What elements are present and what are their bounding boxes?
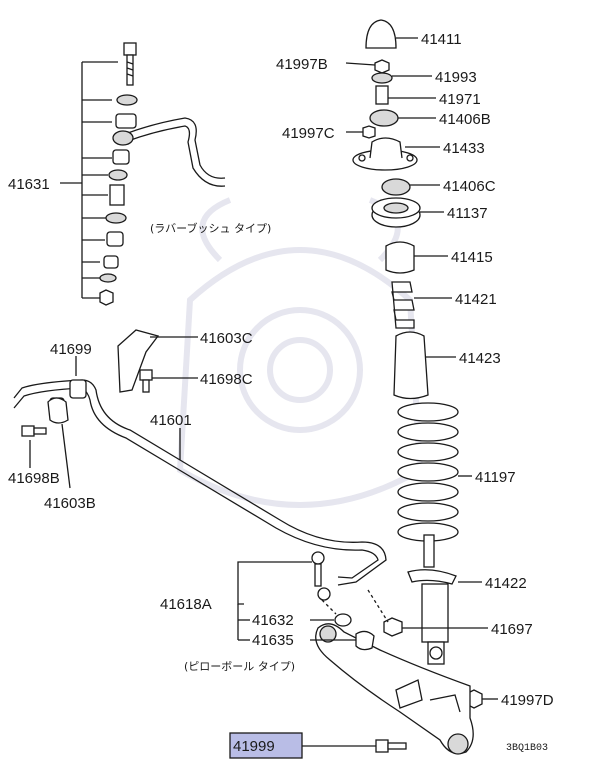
part-highlight [229, 732, 303, 759]
label-41999[interactable]: 41999 [233, 738, 275, 755]
collar-icon [375, 85, 389, 105]
label-41421[interactable]: 41421 [455, 291, 497, 308]
label-41601[interactable]: 41601 [150, 412, 192, 429]
collar-icon [109, 184, 125, 206]
label-41603C[interactable]: 41603C [200, 330, 253, 347]
stabilizer-bar-group [13, 329, 389, 651]
label-41997D[interactable]: 41997D [501, 692, 554, 709]
dust-boot-icon [393, 331, 429, 400]
bush-icon [106, 231, 124, 247]
bush-icon [115, 113, 137, 129]
nut-icon [383, 617, 403, 637]
bolt-icon [21, 425, 47, 437]
washer-icon [371, 72, 393, 84]
bracket-icon [117, 329, 160, 393]
label-41698B[interactable]: 41698B [8, 470, 60, 487]
bellows-icon [391, 281, 415, 329]
bush-icon [103, 255, 119, 269]
note-pillow-ball-type: (ピローボール タイプ) [184, 660, 295, 673]
label-41632[interactable]: 41632 [252, 612, 294, 629]
label-41993[interactable]: 41993 [435, 69, 477, 86]
label-41406C[interactable]: 41406C [443, 178, 496, 195]
label-41406B[interactable]: 41406B [439, 111, 491, 128]
part-labels: 41411 41997B 41993 41971 41406B 41997C 4… [8, 31, 554, 755]
label-41433[interactable]: 41433 [443, 140, 485, 157]
bump-stop-icon [385, 241, 415, 274]
stabilizer-end-icon [119, 117, 226, 179]
label-41699[interactable]: 41699 [50, 341, 92, 358]
label-41997C[interactable]: 41997C [282, 125, 335, 142]
bush-stack-group [60, 42, 226, 306]
spring-seat-icon [371, 197, 421, 228]
label-41618A[interactable]: 41618A [160, 596, 212, 613]
ball-cup-icon [355, 630, 375, 651]
label-41603B[interactable]: 41603B [44, 495, 96, 512]
note-rubber-bush-type: (ラバーブッシュ タイプ) [150, 221, 271, 235]
bolt-41999-icon [375, 739, 407, 753]
label-41197[interactable]: 41197 [475, 469, 516, 486]
long-bolt-icon [123, 42, 137, 86]
strut-assembly-icon [407, 534, 457, 665]
bump-cap-icon [365, 19, 397, 49]
nut-icon [374, 59, 390, 74]
label-41411[interactable]: 41411 [421, 31, 462, 48]
washer-icon [108, 169, 128, 181]
nut-icon [362, 125, 376, 139]
bar-bush-icon [69, 379, 87, 399]
label-41631[interactable]: 41631 [8, 176, 50, 193]
strut-parts-group [345, 19, 498, 709]
label-41697[interactable]: 41697 [491, 621, 533, 638]
lower-bush-icon [381, 178, 411, 196]
label-41137[interactable]: 41137 [447, 205, 488, 222]
leader-lines [29, 336, 376, 747]
drawing-code: 3BQ1B03 [506, 743, 548, 754]
coil-spring-icon [397, 402, 459, 542]
washer-icon [116, 94, 138, 106]
label-41415[interactable]: 41415 [451, 249, 493, 266]
strut-mount-icon [352, 137, 418, 171]
upper-bush-icon [369, 109, 399, 127]
label-41635[interactable]: 41635 [252, 632, 294, 649]
bolt-icon [139, 369, 153, 393]
washer-icon [105, 212, 127, 224]
label-41997B[interactable]: 41997B [276, 56, 328, 73]
washer-icon [99, 273, 117, 283]
label-41971[interactable]: 41971 [439, 91, 481, 108]
bush-icon [112, 149, 130, 165]
stabilizer-link-icon [311, 551, 331, 601]
label-41422[interactable]: 41422 [485, 575, 527, 592]
label-41698C[interactable]: 41698C [200, 371, 253, 388]
lower-arm-icon [315, 623, 474, 755]
nut-icon [99, 289, 114, 306]
label-41423[interactable]: 41423 [459, 350, 501, 367]
washer-icon [334, 613, 352, 627]
watermark-emblem [176, 197, 424, 508]
